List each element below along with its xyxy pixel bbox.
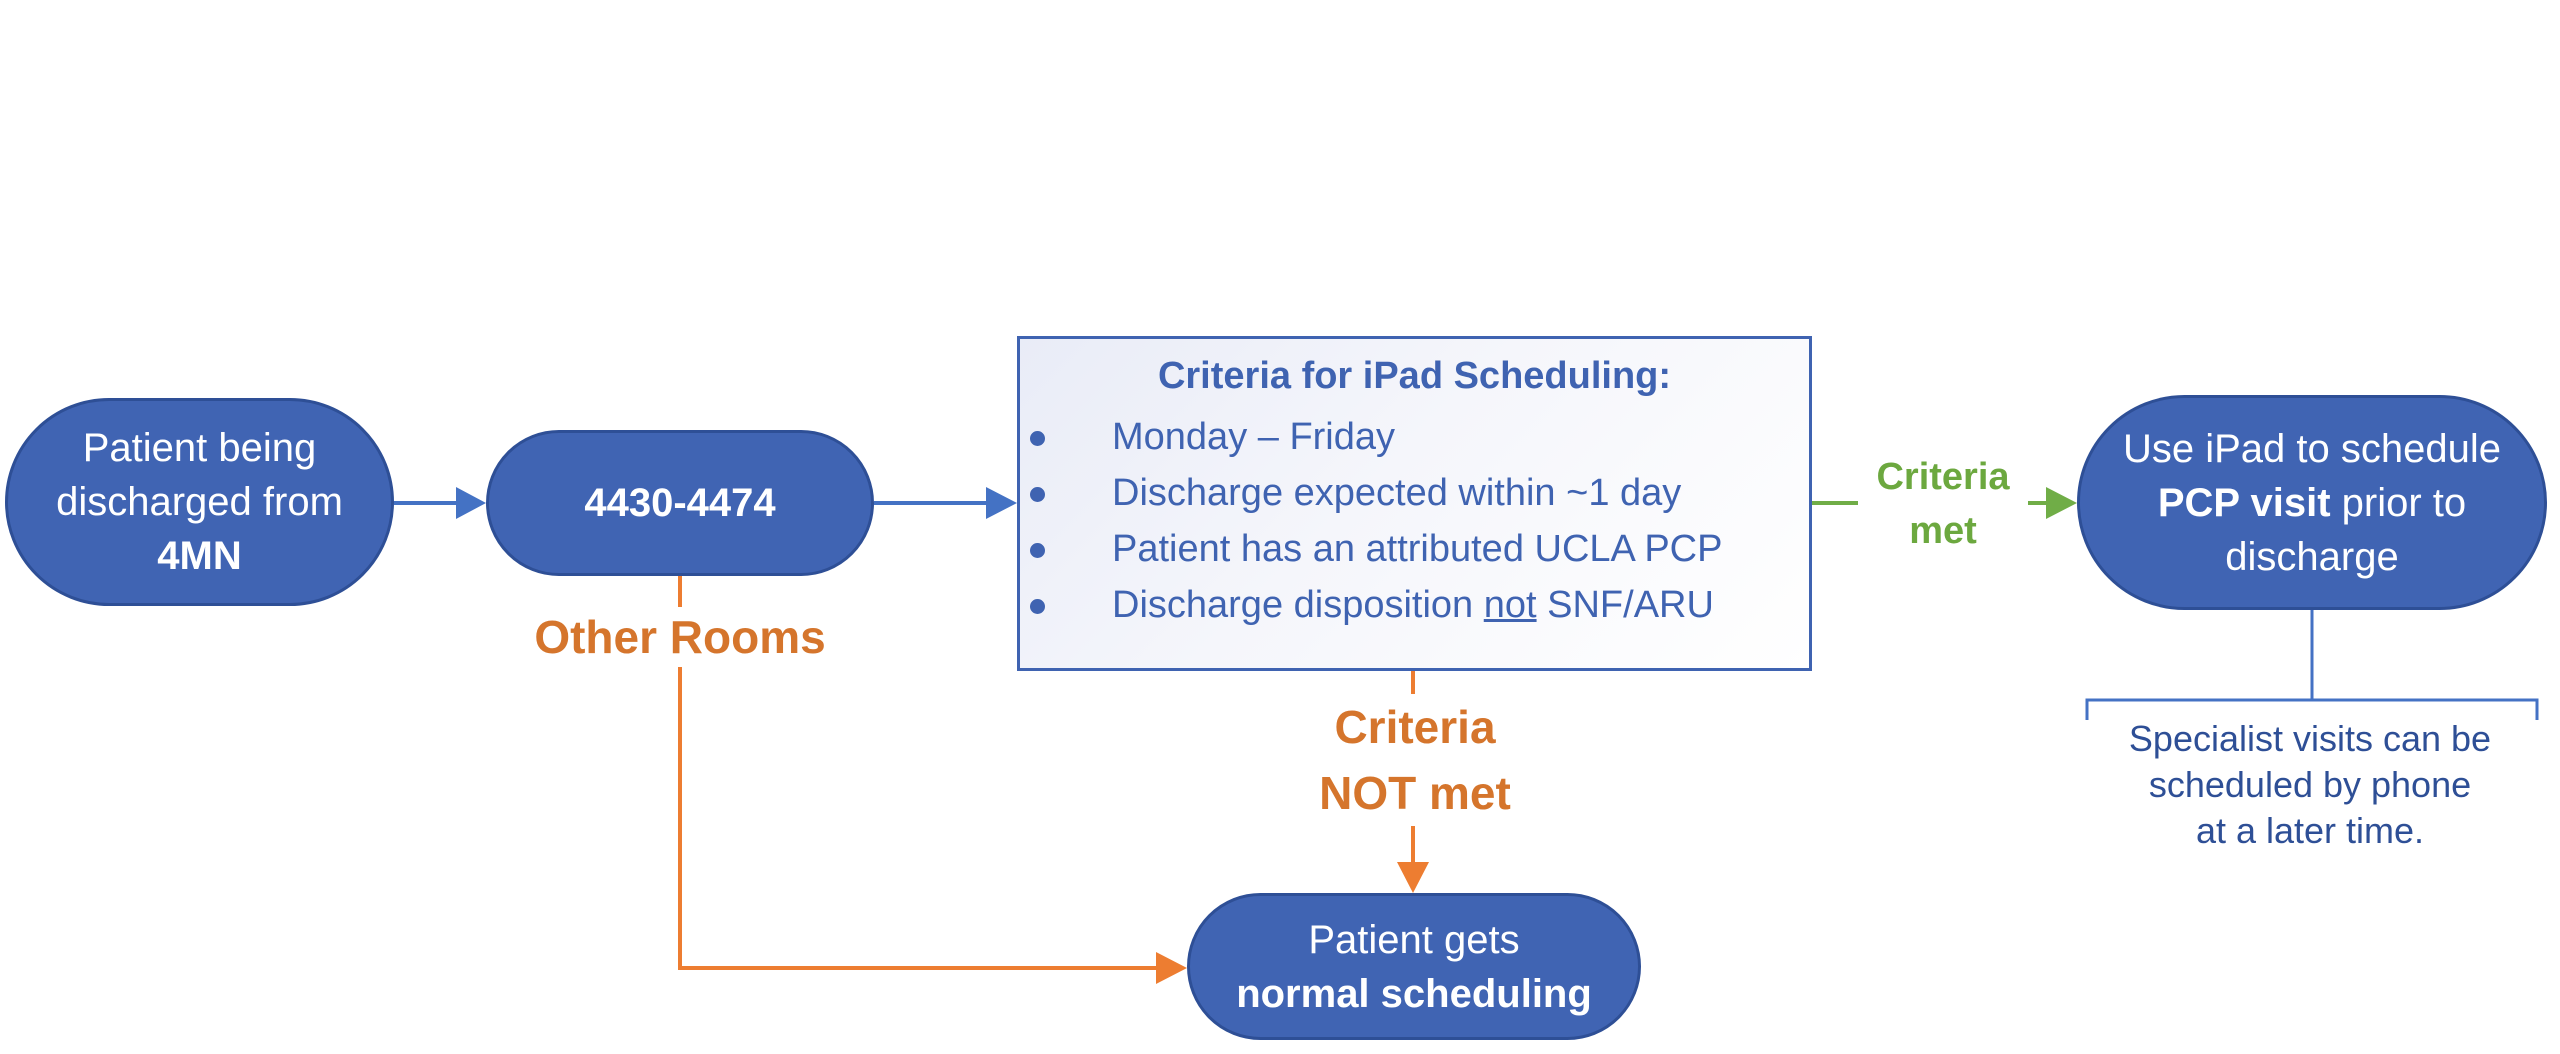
bullet-icon <box>1030 599 1045 614</box>
ipad-node-line2: PCP visit prior to <box>2158 476 2466 530</box>
arrowhead-rooms-to-criteria <box>986 487 1017 519</box>
specialist-note-line1: Specialist visits can be <box>2128 718 2492 759</box>
criteria-item-text-pre: Discharge disposition <box>1112 584 1484 626</box>
ipad-node-pcp-visit: PCP visit <box>2157 480 2331 525</box>
bullet-icon <box>1030 431 1045 446</box>
criteria-not-met-line1: Criteria <box>1334 701 1496 753</box>
criteria-item-text: Discharge expected within ~1 day <box>1112 472 1682 514</box>
criteria-item-text: Patient has an attributed UCLA PCP <box>1112 528 1723 570</box>
normal-node-line2: normal scheduling <box>1236 971 1592 1016</box>
normal-scheduling-node: Patient gets normal scheduling <box>1187 893 1641 1040</box>
ipad-schedule-node: Use iPad to schedule PCP visit prior to … <box>2077 395 2547 610</box>
criteria-met-line1: Criteria <box>1876 456 2010 498</box>
criteria-not-met-line2: NOT met <box>1319 767 1511 819</box>
start-node-line1: Patient being <box>82 426 317 470</box>
criteria-met-line2: met <box>1909 510 1977 552</box>
ipad-node-line2-rest: prior to <box>2330 480 2467 525</box>
start-node-unit: 4MN <box>157 534 242 578</box>
specialist-note-line2: scheduled by phone <box>2148 764 2472 805</box>
criteria-item: Discharge disposition not SNF/ARU <box>1020 577 1809 633</box>
bullet-icon <box>1030 487 1045 502</box>
specialist-note-line3: at a later time. <box>2195 810 2425 851</box>
other-rooms-label: Other Rooms <box>470 607 890 667</box>
criteria-list: Monday – Friday Discharge expected withi… <box>1020 409 1809 633</box>
criteria-title: Criteria for iPad Scheduling: <box>1157 355 1672 397</box>
start-node-discharge: Patient being discharged from 4MN <box>5 398 394 606</box>
start-node-line2: discharged from <box>56 480 343 524</box>
ipad-node-line3: discharge <box>2225 534 2399 579</box>
arrowhead-criteria-met <box>2046 487 2077 519</box>
criteria-box: Criteria for iPad Scheduling: Monday – F… <box>1017 336 1812 671</box>
connector-other-rooms <box>678 576 1158 970</box>
normal-node-line1: Patient gets <box>1308 917 1520 962</box>
criteria-met-label: Criteria met <box>1858 450 2028 558</box>
criteria-item-text: Monday – Friday <box>1112 416 1396 458</box>
criteria-item: Discharge expected within ~1 day <box>1020 465 1809 521</box>
note-bracket <box>2085 698 2539 720</box>
rooms-node-label: 4430-4474 <box>584 481 776 525</box>
arrowhead-other-rooms <box>1156 952 1187 984</box>
criteria-item: Patient has an attributed UCLA PCP <box>1020 521 1809 577</box>
ipad-node-line1: Use iPad to schedule <box>2122 426 2501 471</box>
bullet-icon <box>1030 543 1045 558</box>
criteria-not-met-label: Criteria NOT met <box>1225 694 1605 826</box>
arrowhead-criteria-not-met <box>1397 862 1429 893</box>
criteria-item-text-underlined: not <box>1483 584 1537 626</box>
criteria-item-text-post: SNF/ARU <box>1536 584 1714 626</box>
arrowhead-start-to-rooms <box>456 487 486 519</box>
rooms-node: 4430-4474 <box>486 430 874 576</box>
criteria-item: Monday – Friday <box>1020 409 1809 465</box>
specialist-note: Specialist visits can be scheduled by ph… <box>2095 716 2525 854</box>
